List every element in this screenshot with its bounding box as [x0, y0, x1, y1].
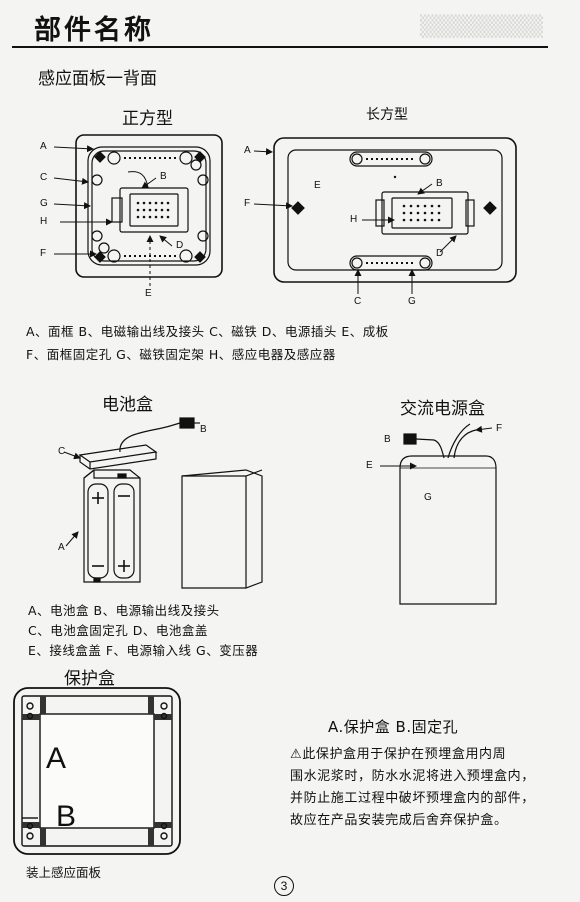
label-B: B	[200, 424, 207, 435]
label-E: E	[145, 288, 152, 299]
label-C: C	[40, 172, 48, 183]
label-C: C	[354, 296, 362, 307]
label-A: A	[58, 542, 65, 553]
label-F: F	[40, 248, 47, 259]
label-A: A	[40, 141, 47, 152]
label-E: E	[366, 460, 373, 471]
note-line: 并防止施工过程中破坏预埋盒内的部件，	[290, 791, 535, 806]
panel-legend-line1: A、面框 B、电磁输出线及接头 C、磁铁 D、电源插头 E、成板	[26, 324, 389, 339]
label-E: E	[314, 180, 321, 191]
battery-legend-line1: A、电池盒 B、电源输出线及接头	[28, 603, 220, 618]
protect-label-B: B	[56, 800, 77, 833]
protect-label-A: A	[46, 742, 67, 775]
battery-legend-line2: C、电池盒固定孔 D、电池盒盖	[28, 623, 208, 638]
note-line: 故应在产品安装完成后舍弃保护盒。	[290, 813, 508, 828]
label-F: F	[496, 423, 503, 434]
rect-type-title: 长方型	[366, 107, 408, 123]
ac-power-box-diagram	[399, 423, 497, 605]
label-F: F	[244, 198, 251, 209]
panel-legend-line2: F、面框固定孔 G、磁铁固定架 H、感应电器及感应器	[26, 347, 336, 362]
protection-box-diagram	[13, 687, 181, 855]
label-H: H	[40, 216, 48, 227]
ac-power-box-title: 交流电源盒	[400, 399, 485, 419]
note-line: ⚠此保护盒用于保护在预埋盒用内周	[290, 747, 507, 762]
label-B: B	[160, 171, 167, 182]
label-C: C	[58, 446, 66, 457]
page-title: 部件名称	[34, 15, 154, 46]
label-G: G	[424, 492, 432, 503]
note-line: 围水泥浆时，防水水泥将进入预埋盒内，	[290, 769, 535, 784]
protection-box-caption: 装上感应面板	[26, 865, 102, 880]
label-G: G	[408, 296, 416, 307]
battery-legend-line3: E、接线盒盖 F、电源输入线 G、变压器	[28, 643, 259, 658]
square-type-title: 正方型	[122, 109, 173, 129]
title-rule	[12, 46, 548, 48]
protection-box-heading: A.保护盒 B.固定孔	[328, 718, 459, 736]
label-H: H	[350, 214, 358, 225]
label-B: B	[436, 178, 443, 189]
bleed-through-text: ▒▒▒▒▒▒▒▒	[420, 14, 544, 38]
label-B: B	[384, 434, 391, 445]
page-number: 3	[274, 876, 294, 896]
label-D: D	[176, 240, 184, 251]
label-D: D	[436, 248, 444, 259]
battery-box-diagram	[78, 417, 263, 589]
protection-note: ⚠此保护盒用于保护在预埋盒用内周 围水泥浆时，防水水泥将进入预埋盒内， 并防止施…	[290, 744, 535, 832]
label-G: G	[40, 198, 48, 209]
battery-box-title: 电池盒	[102, 395, 153, 415]
square-panel-diagram	[75, 134, 223, 278]
protection-box-title: 保护盒	[64, 669, 115, 689]
label-A: A	[244, 145, 251, 156]
rect-panel-diagram	[273, 137, 517, 283]
section-subtitle: 感应面板一背面	[38, 69, 157, 89]
